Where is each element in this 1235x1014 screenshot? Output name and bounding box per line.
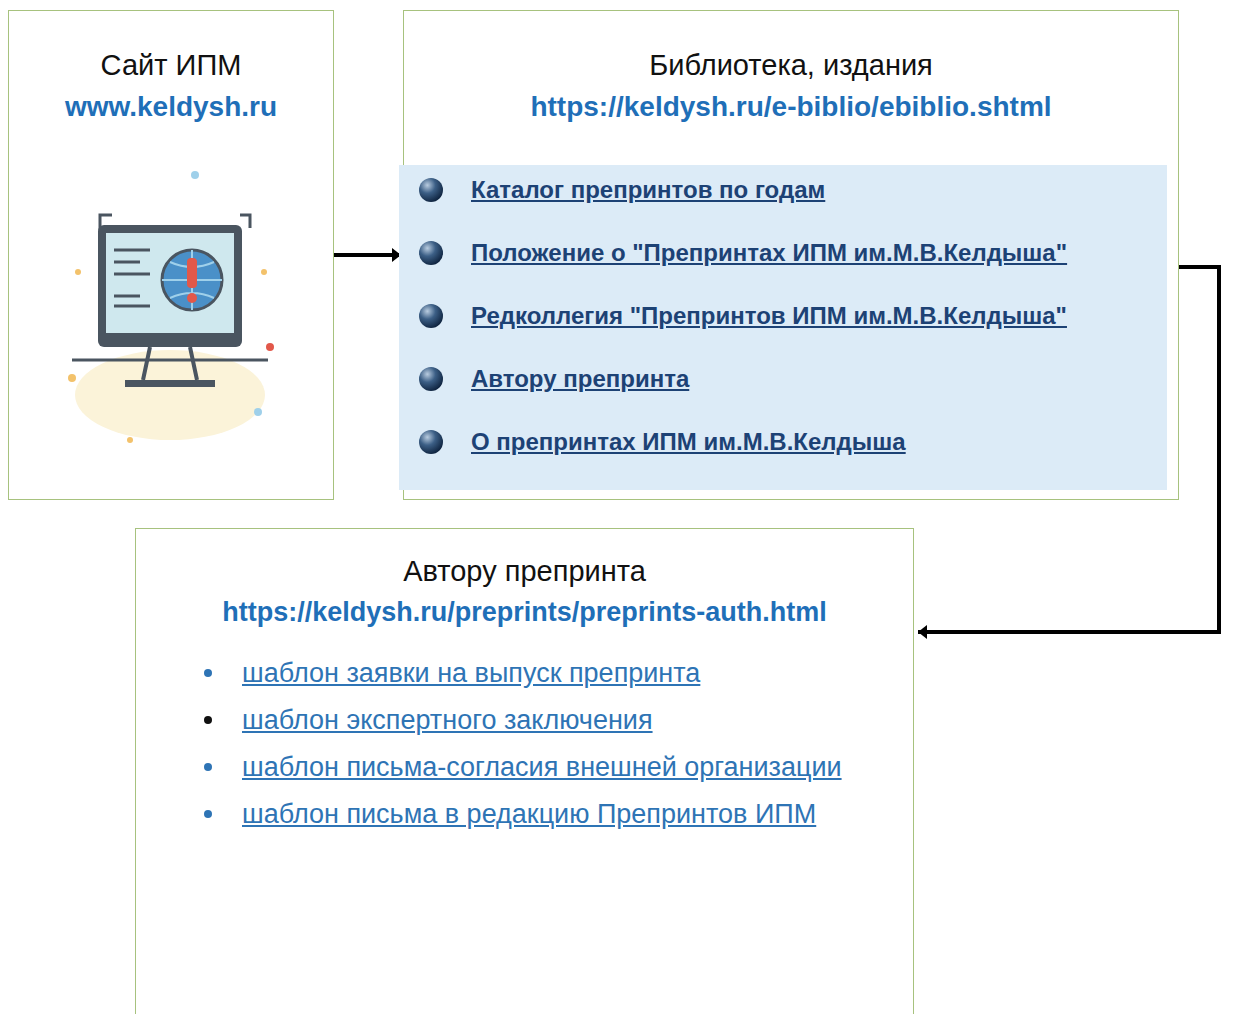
- box-title: Библиотека, издания: [412, 47, 1170, 85]
- sphere-bullet: [419, 304, 443, 328]
- link-text: Положение о "Препринтах ИПМ им.М.В.Келды…: [471, 238, 1067, 268]
- link-row: Автору препринта: [409, 364, 1159, 394]
- bullet-dot: [204, 669, 212, 677]
- desk-line: [72, 359, 268, 362]
- template-link: шаблон письма-согласия внешней организац…: [242, 746, 842, 789]
- deco-dot: [127, 437, 133, 443]
- monitor-stand: [143, 347, 197, 380]
- sphere-bullet: [419, 178, 443, 202]
- monitor-base: [125, 380, 215, 387]
- arrow-connector: [334, 248, 401, 262]
- monitor-frame: [98, 225, 242, 347]
- template-link: шаблон заявки на выпуск препринта: [242, 652, 700, 695]
- link-text: Редколлегия "Препринтов ИПМ им.М.В.Келды…: [471, 301, 1067, 331]
- library-box: Библиотека, издания https://keldysh.ru/e-…: [403, 10, 1179, 500]
- link-row: Каталог препринтов по годам: [409, 175, 1159, 205]
- list-item: шаблон экспертного заключения: [144, 699, 905, 742]
- globe-grid: [162, 250, 222, 310]
- sphere-bullet: [419, 430, 443, 454]
- exclamation-dot: [187, 293, 197, 303]
- url-text: https://keldysh.ru/e-biblio/ebiblio.shtm…: [412, 89, 1170, 125]
- list-item: шаблон письма-согласия внешней организац…: [144, 746, 905, 789]
- site-box: Сайт ИПМ www.keldysh.ru: [8, 10, 334, 500]
- box-title: Сайт ИПМ: [17, 47, 325, 85]
- deco-dot: [254, 408, 262, 416]
- links-panel: Каталог препринтов по годамПоложение о "…: [399, 165, 1167, 490]
- deco-dot: [266, 343, 274, 351]
- url-text: www.keldysh.ru: [17, 89, 325, 125]
- author-box: Автору препринта https://keldysh.ru/prepr…: [135, 528, 914, 1014]
- monitor-screen: [106, 233, 234, 333]
- exclamation-bar: [187, 258, 197, 288]
- sphere-bullet: [419, 367, 443, 391]
- link-text: Автору препринта: [471, 364, 689, 394]
- sphere-bullet: [419, 241, 443, 265]
- globe: [162, 250, 222, 310]
- link-row: О препринтах ИПМ им.М.В.Келдыша: [409, 427, 1159, 457]
- link-row: Положение о "Препринтах ИПМ им.М.В.Келды…: [409, 238, 1159, 268]
- ground-shadow: [75, 350, 265, 440]
- template-link: шаблон экспертного заключения: [242, 699, 653, 742]
- template-link: шаблон письма в редакцию Препринтов ИПМ: [242, 793, 816, 836]
- screen-lines: [114, 250, 150, 306]
- deco-dot: [261, 269, 267, 275]
- link-text: Каталог препринтов по годам: [471, 175, 825, 205]
- url-text: https://keldysh.ru/preprints/preprints-a…: [144, 595, 905, 630]
- list-item: шаблон заявки на выпуск препринта: [144, 652, 905, 695]
- bullet-dot: [204, 810, 212, 818]
- link-row: Редколлегия "Препринтов ИПМ им.М.В.Келды…: [409, 301, 1159, 331]
- deco-dot: [191, 171, 199, 179]
- link-text: О препринтах ИПМ им.М.В.Келдыша: [471, 427, 906, 457]
- box-title: Автору препринта: [144, 553, 905, 591]
- list-item: шаблон письма в редакцию Препринтов ИПМ: [144, 793, 905, 836]
- bullet-dot: [204, 763, 212, 771]
- deco-dot: [75, 269, 81, 275]
- deco-dot: [68, 374, 76, 382]
- bullet-dot: [204, 716, 212, 724]
